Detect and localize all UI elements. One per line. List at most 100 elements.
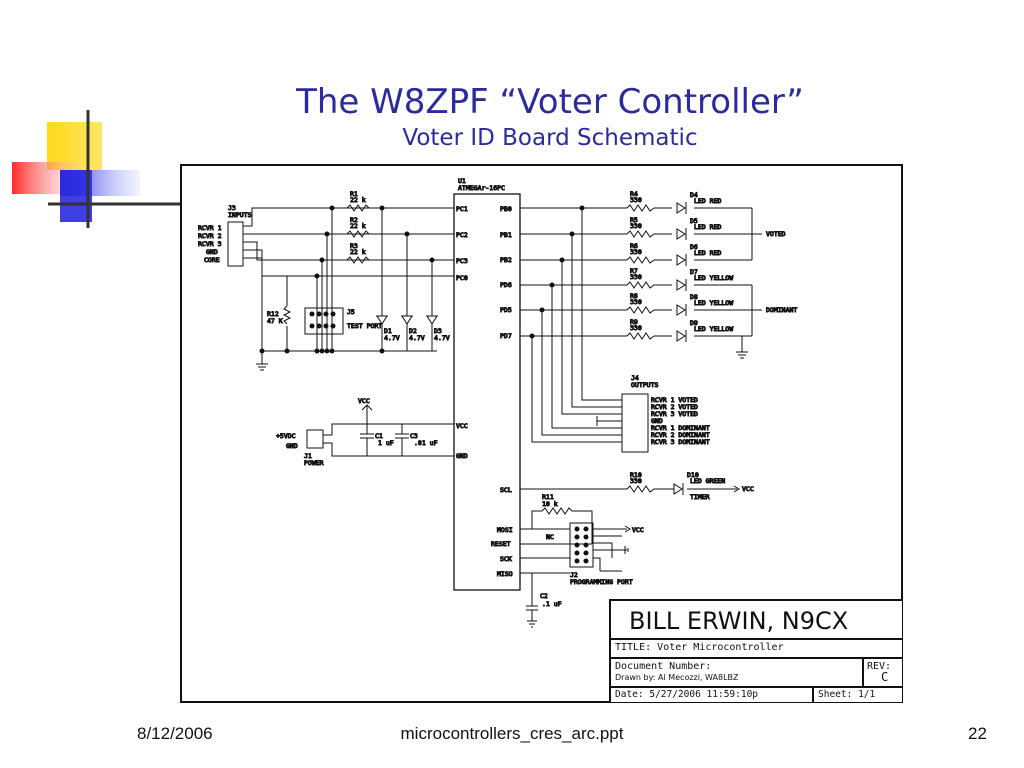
resistor-r1-value: 22 k <box>350 196 366 204</box>
output-pin-7: RCVR 3 DOMINANT <box>651 438 710 446</box>
input-pin-rcvr2: RCVR 2 <box>198 232 222 240</box>
resistor-r2-value: 22 k <box>350 222 366 230</box>
input-header-ref: J3 <box>228 204 236 212</box>
output-header-connector <box>621 393 649 453</box>
title-block-title-value: Voter Microcontroller <box>657 642 784 653</box>
chip-pin-reset: RESET <box>491 540 511 548</box>
power-ref: J1 <box>304 452 312 460</box>
zener-d2-ref: D2 <box>409 327 417 335</box>
chip-pin-pc3: PC3 <box>456 257 468 265</box>
resistor-r10-ref: R10 <box>630 471 642 479</box>
group-dominant-label: DOMINANT <box>766 306 797 314</box>
title-block-name: BILL ERWIN, N9CX <box>609 599 903 639</box>
resistor-r3-ref: R3 <box>350 242 358 250</box>
title-block-drawn-by: Drawn by: Al Mecozzi, WA8LBZ <box>615 673 739 682</box>
power-wires <box>323 404 454 457</box>
resistor-r11-ref: R11 <box>542 493 554 501</box>
ground-bus <box>256 338 437 371</box>
chip-pin-pc2: PC2 <box>456 231 468 239</box>
cap-c3-value: .01 uF <box>414 439 438 447</box>
timer-wires <box>520 485 740 493</box>
output-header-name: OUTPUTS <box>631 381 658 389</box>
input-pin-rcvr1: RCVR 1 <box>198 224 222 232</box>
led-d5-ref: D5 <box>690 217 698 225</box>
test-port-name: TEST PORT <box>347 322 382 330</box>
resistor-r9-ref: R9 <box>630 318 638 326</box>
led-d7-ref: D7 <box>690 268 698 276</box>
resistor-r1-ref: R1 <box>350 190 358 198</box>
resistor-r12-value: 47 K <box>267 317 283 325</box>
footer-page-number: 22 <box>968 724 987 743</box>
power-pin-gnd: GND <box>286 442 298 450</box>
zener-d2-value: 4.7V <box>409 334 425 342</box>
slide-title-block: The W8ZPF “Voter Controller” Voter ID Bo… <box>230 82 870 152</box>
slide-subtitle: Voter ID Board Schematic <box>402 125 698 151</box>
footer-filename: microcontrollers_cres_arc.ppt <box>400 724 624 743</box>
input-header-name: INPUTS <box>228 211 252 219</box>
title-block-date: Date: 5/27/2006 11:59:10p <box>609 687 813 703</box>
zener-d3-symbol <box>426 315 438 338</box>
resistor-r3-symbol <box>346 256 370 264</box>
chip-pin-vcc: VCC <box>456 422 468 430</box>
output-pin-3: RCVR 3 VOTED <box>651 410 698 418</box>
output-pin-5: RCVR 1 DOMINANT <box>651 424 710 432</box>
chip-pin-pc1: PC1 <box>456 205 468 213</box>
zener-d1-symbol <box>376 315 388 338</box>
slide-decoration <box>12 110 190 228</box>
zener-d1-ref: D1 <box>384 327 392 335</box>
resistor-r11-symbol <box>541 507 580 515</box>
output-pin-4: GND <box>651 417 663 425</box>
cap-c3-ref: C3 <box>410 432 418 440</box>
led-d9-label: LED YELLOW <box>694 325 733 333</box>
led-d7-symbol <box>676 279 687 291</box>
power-vcc-label: VCC <box>358 397 370 405</box>
resistor-r2-symbol <box>346 230 370 238</box>
zener-d2-symbol <box>401 315 413 338</box>
cap-c2-value: .1 uF <box>542 600 562 608</box>
resistor-r7-value: 330 <box>630 273 642 281</box>
zener-d1-value: 4.7V <box>384 334 400 342</box>
led-d10-symbol <box>673 483 684 495</box>
schematic-drawing: U1 ATMEGAr-16PC PC1 PC2 PC3 PC0 VCC GND … <box>180 164 903 703</box>
led-d8-ref: D8 <box>690 293 698 301</box>
chip-pin-pb1: PB1 <box>500 231 512 239</box>
chip-pin-gnd: GND <box>456 452 468 460</box>
title-block-date-value: 5/27/2006 11:59:10p <box>649 689 759 700</box>
led-d10-ref: D10 <box>687 471 699 479</box>
title-block-sheet: Sheet: 1/1 <box>813 687 903 703</box>
group-voted-label: VOTED <box>766 230 786 238</box>
resistor-r10-symbol <box>626 485 657 493</box>
resistor-r5-value: 330 <box>630 222 642 230</box>
output-pin-2: RCVR 2 VOTED <box>651 403 698 411</box>
title-block-rev-value: C <box>881 670 889 684</box>
led-d9-symbol <box>676 330 687 342</box>
led-d4-label: LED RED <box>694 197 721 205</box>
title-block-doc-label: Document Number: <box>615 661 712 672</box>
resistor-r4-ref: R4 <box>630 190 638 198</box>
resistor-r11-value: 10 k <box>542 500 558 508</box>
programming-wires <box>520 510 631 628</box>
title-block-title: TITLE: Voter Microcontroller <box>609 639 903 658</box>
resistor-r8-symbol <box>626 306 657 314</box>
slide-title: The W8ZPF “Voter Controller” <box>296 82 804 122</box>
chip-pin-pd6: PD6 <box>500 281 512 289</box>
resistor-r8-ref: R8 <box>630 292 638 300</box>
cap-c1-value: 1 uF <box>378 439 394 447</box>
cap-c2-ref: C2 <box>540 592 548 600</box>
title-block-document: Document Number: Drawn by: Al Mecozzi, W… <box>609 658 863 687</box>
led-d5-label: LED RED <box>694 223 721 231</box>
input-header-connector <box>227 221 244 267</box>
chip-ref: U1 <box>458 177 466 185</box>
schematic-svg: U1 ATMEGAr-16PC PC1 PC2 PC3 PC0 VCC GND … <box>198 177 798 628</box>
input-wires <box>243 207 454 277</box>
resistor-r2-ref: R2 <box>350 216 358 224</box>
chip-pin-pc0: PC0 <box>456 274 468 282</box>
output-header-ref: J4 <box>631 374 639 382</box>
resistor-r12-symbol <box>282 305 292 325</box>
resistor-r9-symbol <box>626 332 657 340</box>
resistor-r1-symbol <box>346 204 370 212</box>
resistor-r10-value: 330 <box>630 477 642 485</box>
power-pin-5vdc: +5VDC <box>276 432 296 440</box>
cap-c1-ref: C1 <box>375 432 383 440</box>
resistor-r5-symbol <box>626 230 657 238</box>
